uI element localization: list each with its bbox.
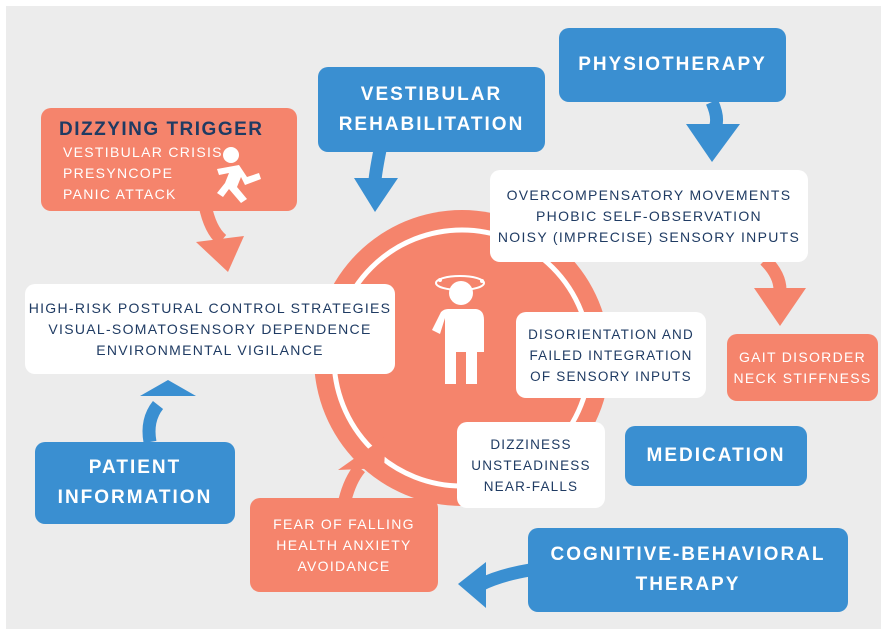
cbt-line: COGNITIVE-BEHAVIORAL [550, 544, 826, 565]
disorientation-line: OF SENSORY INPUTS [530, 368, 692, 384]
vestibular-line: VESTIBULAR [360, 83, 503, 105]
movements-line: PHOBIC SELF-OBSERVATION [536, 207, 762, 224]
dizzying-trigger-box: DIZZYING TRIGGER VESTIBULAR CRISIS PRESY… [41, 108, 297, 211]
arrow-movements-to-gait [754, 255, 806, 326]
arrow-cbt-to-fear [458, 562, 532, 608]
gait-line: NECK STIFFNESS [733, 369, 872, 386]
medication-box: MEDICATION [625, 426, 807, 486]
gait-box: GAIT DISORDER NECK STIFFNESS [727, 334, 878, 401]
postural-line: VISUAL-SOMATOSENSORY DEPENDENCE [48, 320, 372, 337]
arrow-fear-to-circle [338, 436, 386, 502]
symptom-line: NEAR-FALLS [483, 478, 579, 494]
disorientation-line: FAILED INTEGRATION [529, 347, 693, 363]
vestibular-rehabilitation-box: VESTIBULAR REHABILITATION [318, 67, 545, 152]
arrow-patient-to-postural [140, 380, 196, 444]
movements-line: OVERCOMPENSATORY MOVEMENTS [506, 186, 792, 203]
disorientation-box: DISORIENTATION AND FAILED INTEGRATION OF… [516, 312, 706, 398]
postural-box: HIGH-RISK POSTURAL CONTROL STRATEGIES VI… [25, 284, 395, 374]
arrow-trigger-to-postural [196, 203, 244, 272]
patient-info-line: PATIENT [88, 457, 182, 478]
postural-line: ENVIRONMENTAL VIGILANCE [96, 341, 324, 358]
dizzying-trigger-title: DIZZYING TRIGGER [59, 119, 264, 140]
vestibular-line: REHABILITATION [338, 113, 525, 135]
medication-label: MEDICATION [646, 445, 786, 466]
cbt-box: COGNITIVE-BEHAVIORAL THERAPY [528, 528, 848, 612]
arrow-vestibular-to-circle [354, 148, 398, 212]
cbt-line: THERAPY [635, 574, 741, 595]
fear-box: FEAR OF FALLING HEALTH ANXIETY AVOIDANCE [250, 498, 438, 592]
patient-information-box: PATIENT INFORMATION [35, 442, 235, 524]
symptom-line: DIZZINESS [490, 436, 572, 452]
trigger-item: PANIC ATTACK [63, 186, 177, 202]
movements-line: NOISY (IMPRECISE) SENSORY INPUTS [497, 228, 801, 245]
symptoms-box: DIZZINESS UNSTEADINESS NEAR-FALLS [457, 422, 605, 508]
fear-line: FEAR OF FALLING [273, 515, 415, 532]
trigger-item: VESTIBULAR CRISIS [63, 144, 223, 160]
postural-line: HIGH-RISK POSTURAL CONTROL STRATEGIES [28, 299, 392, 316]
falling-person-icon [217, 147, 261, 203]
disorientation-line: DISORIENTATION AND [528, 326, 694, 342]
dizzy-person-icon [432, 275, 485, 384]
physiotherapy-label: PHYSIOTHERAPY [578, 54, 767, 75]
patient-info-line: INFORMATION [57, 487, 213, 508]
gait-line: GAIT DISORDER [738, 348, 867, 365]
arrow-physiotherapy-to-movements [686, 99, 740, 162]
movements-box: OVERCOMPENSATORY MOVEMENTS PHOBIC SELF-O… [490, 170, 808, 262]
symptom-line: UNSTEADINESS [471, 457, 591, 473]
physiotherapy-box: PHYSIOTHERAPY [559, 28, 786, 102]
fear-line: HEALTH ANXIETY [276, 536, 412, 553]
fear-line: AVOIDANCE [297, 557, 391, 574]
trigger-item: PRESYNCOPE [63, 165, 174, 181]
